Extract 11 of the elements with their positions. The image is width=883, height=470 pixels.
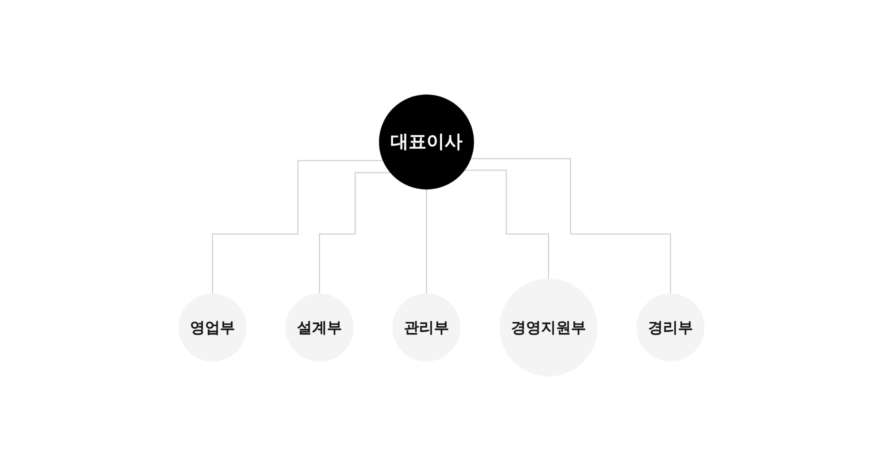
node-circle: 설계부 [286, 293, 354, 361]
node-circle: 경영지원부 [500, 278, 598, 376]
node-circle: 경리부 [636, 293, 704, 361]
connector [426, 188, 427, 294]
node-circle: 영업부 [178, 293, 246, 361]
connector [464, 169, 549, 279]
connector [319, 172, 392, 294]
connector [470, 158, 671, 294]
node-circle: 대표이사 [379, 94, 474, 189]
connector [212, 160, 384, 294]
node-circle: 관리부 [392, 293, 460, 361]
